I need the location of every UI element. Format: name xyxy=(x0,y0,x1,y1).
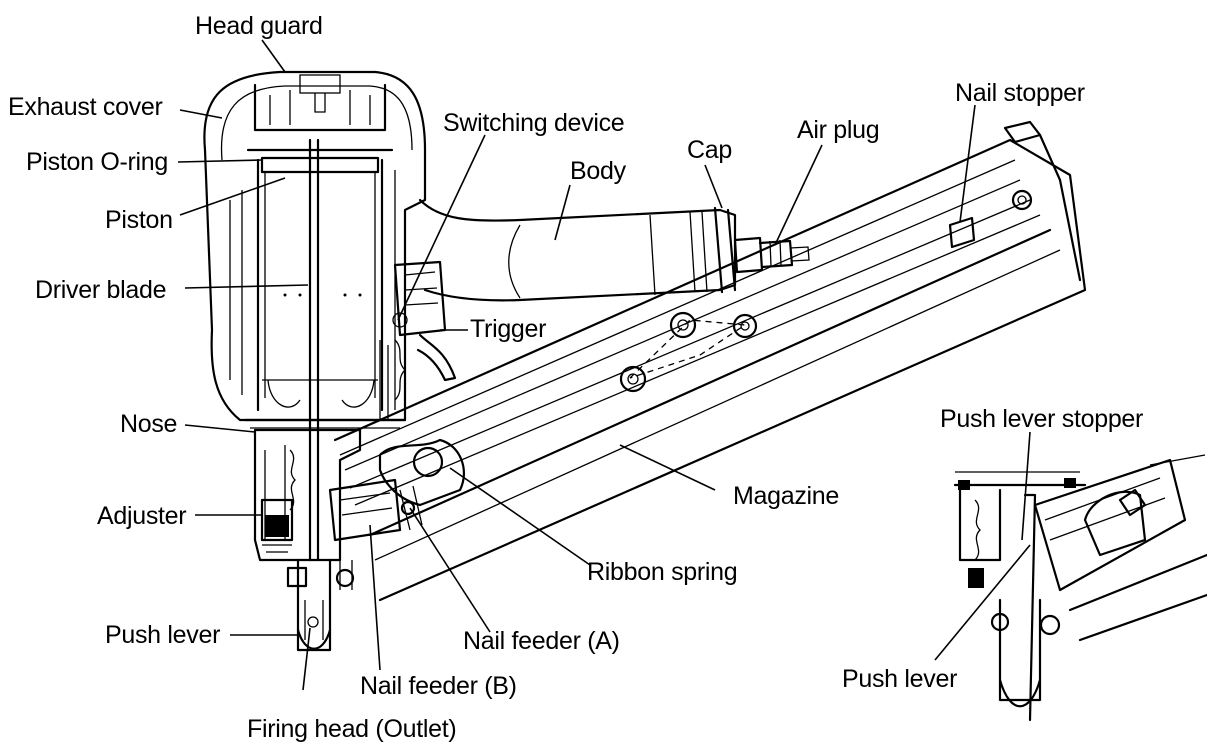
label-air-plug: Air plug xyxy=(797,116,879,144)
label-piston: Piston xyxy=(105,206,173,234)
magazine xyxy=(333,120,1087,602)
trigger-assembly xyxy=(379,260,457,420)
leader-lines xyxy=(177,39,1031,691)
label-switching-device: Switching device xyxy=(443,109,624,137)
label-magazine: Magazine xyxy=(733,482,839,510)
label-ribbon-spring: Ribbon spring xyxy=(587,558,737,586)
tool-head xyxy=(203,70,427,562)
label-nail-stopper: Nail stopper xyxy=(955,79,1085,107)
label-nose: Nose xyxy=(120,410,177,438)
tool-body-handle xyxy=(418,198,810,302)
label-cap: Cap xyxy=(687,136,732,164)
label-push-lever-stopper: Push lever stopper xyxy=(940,405,1143,433)
label-driver-blade: Driver blade xyxy=(35,276,166,304)
label-exhaust-cover: Exhaust cover xyxy=(8,93,163,121)
label-inset-push-lever: Push lever xyxy=(842,665,957,693)
label-adjuster: Adjuster xyxy=(97,502,186,530)
labels: Head guard Exhaust cover Piston O-ring P… xyxy=(8,12,1143,743)
label-head-guard: Head guard xyxy=(195,12,323,40)
label-nail-feeder-a: Nail feeder (A) xyxy=(463,627,620,655)
label-piston-o-ring: Piston O-ring xyxy=(26,148,168,176)
label-body: Body xyxy=(570,157,627,185)
tool-nose xyxy=(253,428,402,652)
label-trigger: Trigger xyxy=(470,315,546,343)
label-firing-head: Firing head (Outlet) xyxy=(247,715,456,743)
inset-detail xyxy=(953,454,1207,722)
label-push-lever: Push lever xyxy=(105,621,220,649)
label-nail-feeder-b: Nail feeder (B) xyxy=(360,672,517,700)
